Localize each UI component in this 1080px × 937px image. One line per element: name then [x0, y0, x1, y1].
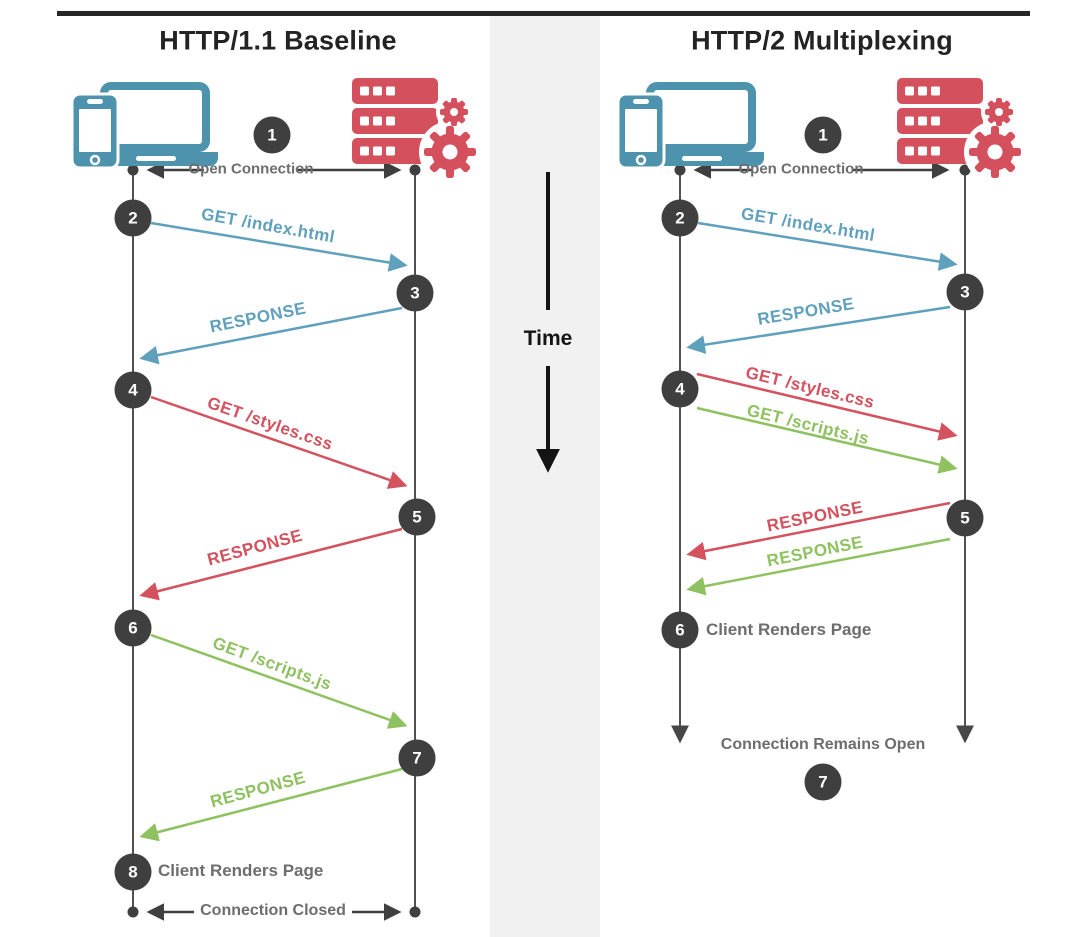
- get-scripts-arrow: [150, 633, 408, 729]
- left-panel-title: HTTP/1.1 Baseline: [159, 25, 397, 56]
- client-devices-icon: [70, 82, 218, 170]
- get-index-arrow: [150, 221, 408, 272]
- response-arrow: [139, 306, 403, 365]
- step-circle-4: 4: [114, 371, 152, 409]
- response-arrow: [139, 527, 403, 601]
- server-gears-icon: [352, 78, 481, 183]
- step-circle-3: 3: [946, 273, 984, 311]
- get-scripts-arrow: [696, 406, 958, 474]
- lifeline-dot: [409, 906, 421, 918]
- response-arrow: [686, 501, 951, 561]
- time-strip: [490, 16, 600, 937]
- connection-remains-open-label: Connection Remains Open: [720, 736, 926, 753]
- open-connection-label: Open Connection: [188, 160, 314, 178]
- right-panel-title: HTTP/2 Multiplexing: [691, 25, 953, 56]
- lifeline-dot: [409, 164, 421, 176]
- server-gears-icon: [897, 78, 1026, 183]
- get-index-arrow: [697, 221, 958, 271]
- top-rule: [57, 11, 1030, 16]
- step-circle-2: 2: [114, 199, 152, 237]
- step-circle-6: 6: [661, 611, 699, 649]
- lifeline-dot: [127, 906, 139, 918]
- response-arrow: [686, 537, 951, 596]
- response-arrow: [139, 767, 403, 842]
- open-connection-label: Open Connection: [738, 160, 864, 178]
- step-circle-5: 5: [398, 498, 436, 536]
- step-circle-8: 8: [114, 853, 152, 891]
- lifeline-dot: [959, 164, 971, 176]
- client-devices-icon: [616, 82, 764, 170]
- step-circle-7: 7: [804, 763, 842, 801]
- get-styles-arrow: [696, 372, 958, 441]
- client-renders-label: Client Renders Page: [158, 861, 324, 880]
- step-circle-5: 5: [946, 499, 984, 537]
- step-circle-2: 2: [661, 199, 699, 237]
- small-gear-icon: [985, 98, 1013, 126]
- step-circle-1: 1: [804, 116, 842, 154]
- lifeline-dot: [127, 164, 139, 176]
- connection-closed-label: Connection Closed: [200, 902, 346, 919]
- get-styles-arrow: [150, 395, 408, 489]
- step-circle-3: 3: [396, 274, 434, 312]
- large-gear-icon: [969, 126, 1021, 178]
- left-panel-art: [70, 78, 481, 921]
- step-circle-4: 4: [661, 370, 699, 408]
- lifeline-dot: [674, 164, 686, 176]
- step-circle-1: 1: [253, 116, 291, 154]
- step-circle-6: 6: [114, 609, 152, 647]
- small-gear-icon: [440, 98, 468, 126]
- client-renders-label: Client Renders Page: [706, 620, 872, 639]
- large-gear-icon: [424, 126, 476, 178]
- time-label: Time: [523, 327, 573, 350]
- step-circle-7: 7: [398, 739, 436, 777]
- response-arrow: [686, 305, 951, 354]
- right-panel-art: [616, 78, 1026, 744]
